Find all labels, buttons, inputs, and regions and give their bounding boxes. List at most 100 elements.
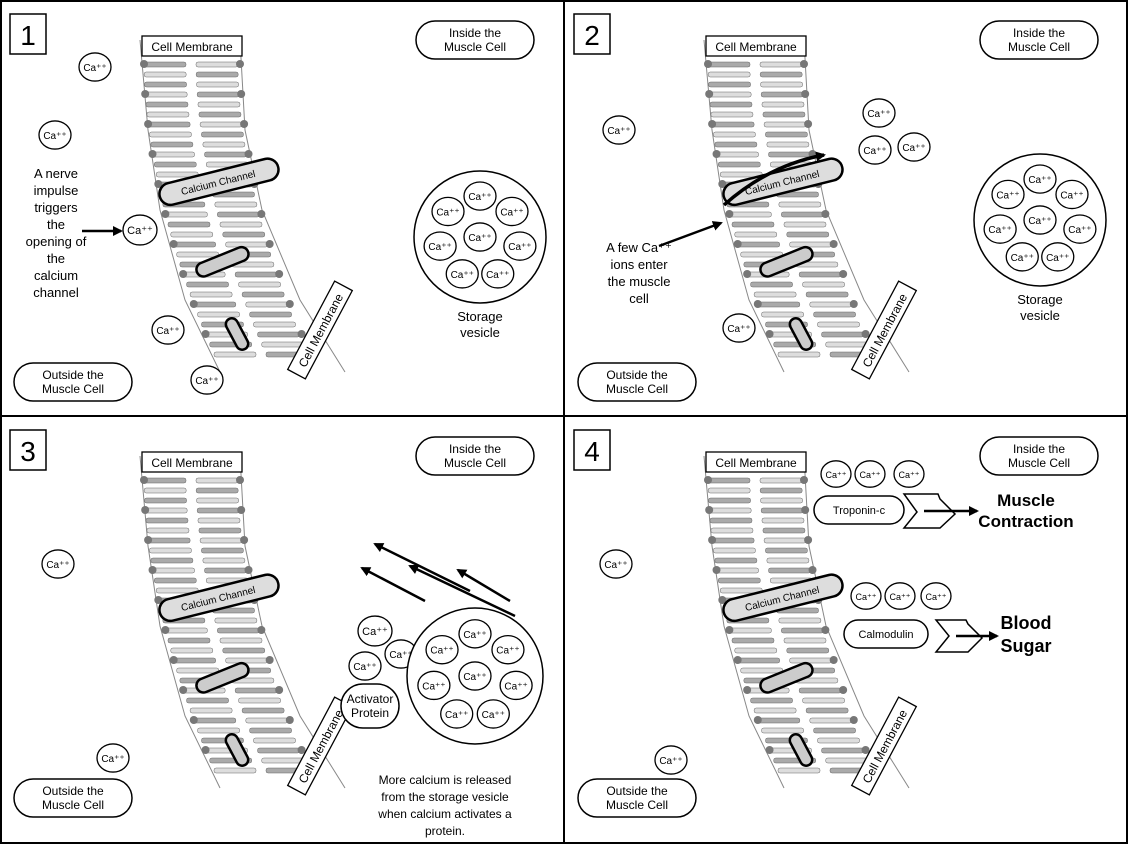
- lipid-tail: [711, 112, 753, 117]
- annotation-text: channel: [33, 285, 79, 300]
- lipid-head: [804, 536, 812, 544]
- membrane-label-top: Cell Membrane: [142, 452, 242, 472]
- lipid-tail: [223, 232, 265, 237]
- release-caption: protein.: [425, 824, 465, 838]
- lipid-tail: [787, 232, 829, 237]
- lipid-tail: [196, 478, 238, 483]
- calcium-ion: Ca⁺⁺: [1024, 165, 1056, 193]
- lipid-tail: [148, 122, 190, 127]
- lipid-head: [725, 210, 733, 218]
- lipid-head: [149, 150, 157, 158]
- lipid-tail: [198, 518, 240, 523]
- ion-text: Ca⁺⁺: [127, 225, 153, 237]
- pill-text: Muscle Cell: [42, 382, 104, 396]
- ion-text: Ca⁺⁺: [430, 646, 453, 657]
- lipid-tail: [790, 242, 832, 247]
- calcium-ion: Ca⁺⁺: [863, 99, 895, 127]
- lipid-tail: [226, 658, 268, 663]
- pill-text: Outside the: [606, 368, 668, 382]
- ion-text: Ca⁺⁺: [1046, 253, 1069, 264]
- lipid-tail: [784, 222, 826, 227]
- membrane-label-top: Cell Membrane: [142, 36, 242, 56]
- lipid-tail: [190, 708, 232, 713]
- lipid-tail: [147, 528, 189, 533]
- lipid-tail: [708, 62, 750, 67]
- membrane-label-text: Cell Membrane: [715, 40, 797, 54]
- annotation-text: calcium: [34, 268, 78, 283]
- lipid-head: [240, 536, 248, 544]
- result-muscle-contraction: Contraction: [978, 512, 1073, 531]
- lipid-head: [754, 716, 762, 724]
- lipid-tail: [732, 222, 774, 227]
- lipid-tail: [709, 508, 751, 513]
- lipid-tail: [778, 768, 820, 773]
- calcium-ion: Ca⁺⁺: [894, 461, 924, 487]
- vesicle-label: vesicle: [460, 325, 500, 340]
- lipid-tail: [751, 698, 793, 703]
- ion-text: Ca⁺⁺: [825, 470, 846, 480]
- lipid-tail: [735, 232, 777, 237]
- calcium-ion: Ca⁺⁺: [446, 260, 478, 288]
- lipid-tail: [803, 698, 845, 703]
- lipid-head: [821, 210, 829, 218]
- lipid-tail: [171, 648, 213, 653]
- membrane-label-text: Cell Membrane: [715, 456, 797, 470]
- annotation-text: A nerve: [34, 166, 78, 181]
- lipid-head: [245, 150, 253, 158]
- ion-text: Ca⁺⁺: [855, 592, 876, 602]
- lipid-tail: [767, 558, 809, 563]
- lipid-head: [257, 210, 265, 218]
- pill-text: Inside the: [1013, 26, 1065, 40]
- lipid-tail: [235, 688, 277, 693]
- pill-text: Muscle Cell: [1008, 40, 1070, 54]
- lipid-tail: [765, 132, 807, 137]
- lipid-tail: [718, 578, 760, 583]
- lipid-head: [754, 300, 762, 308]
- lipid-head: [713, 566, 721, 574]
- calcium-ion: Ca⁺⁺: [79, 53, 111, 81]
- lipid-tail: [818, 738, 860, 743]
- ion-text: Ca⁺⁺: [889, 592, 910, 602]
- lipid-tail: [717, 568, 759, 573]
- ion-text: Ca⁺⁺: [867, 109, 890, 120]
- lipid-tail: [787, 648, 829, 653]
- lipid-tail: [763, 112, 805, 117]
- lipid-tail: [769, 152, 811, 157]
- calcium-ion: Ca⁺⁺: [898, 133, 930, 161]
- calcium-ion: Ca⁺⁺: [723, 314, 755, 342]
- pill-text: Muscle Cell: [444, 40, 506, 54]
- ion-text: Ca⁺⁺: [496, 646, 519, 657]
- lipid-head: [257, 626, 265, 634]
- number-text: 2: [584, 20, 600, 51]
- lipid-tail: [754, 708, 796, 713]
- lipid-tail: [713, 132, 755, 137]
- lipid-tail: [171, 232, 213, 237]
- lipid-tail: [144, 488, 186, 493]
- lipid-tail: [177, 252, 219, 257]
- calcium-ion: Ca⁺⁺: [424, 232, 456, 260]
- ion-text: Ca⁺⁺: [1060, 190, 1083, 201]
- pill-text: Outside the: [606, 784, 668, 798]
- lipid-tail: [790, 658, 832, 663]
- lipid-tail: [760, 62, 802, 67]
- annotation-text: ions enter: [610, 257, 668, 272]
- calcium-ion: Ca⁺⁺: [464, 223, 496, 251]
- annotation-text: opening of: [26, 234, 87, 249]
- calcium-ion: Ca⁺⁺: [42, 550, 74, 578]
- calcium-ion: Ca⁺⁺: [1064, 215, 1096, 243]
- calcium-ion: Ca⁺⁺: [459, 620, 491, 648]
- lipid-head: [800, 60, 808, 68]
- lipid-tail: [177, 668, 219, 673]
- ion-text: Ca⁺⁺: [195, 376, 218, 387]
- lipid-tail: [198, 102, 240, 107]
- ion-text: Ca⁺⁺: [353, 662, 376, 673]
- lipid-tail: [146, 518, 188, 523]
- lipid-head: [734, 240, 742, 248]
- calcium-ion: Ca⁺⁺: [885, 583, 915, 609]
- calcium-ion: Ca⁺⁺: [441, 700, 473, 728]
- pill-text: Calmodulin: [858, 629, 913, 641]
- calcium-ion: Ca⁺⁺: [496, 197, 528, 225]
- pill-text: Muscle Cell: [606, 382, 668, 396]
